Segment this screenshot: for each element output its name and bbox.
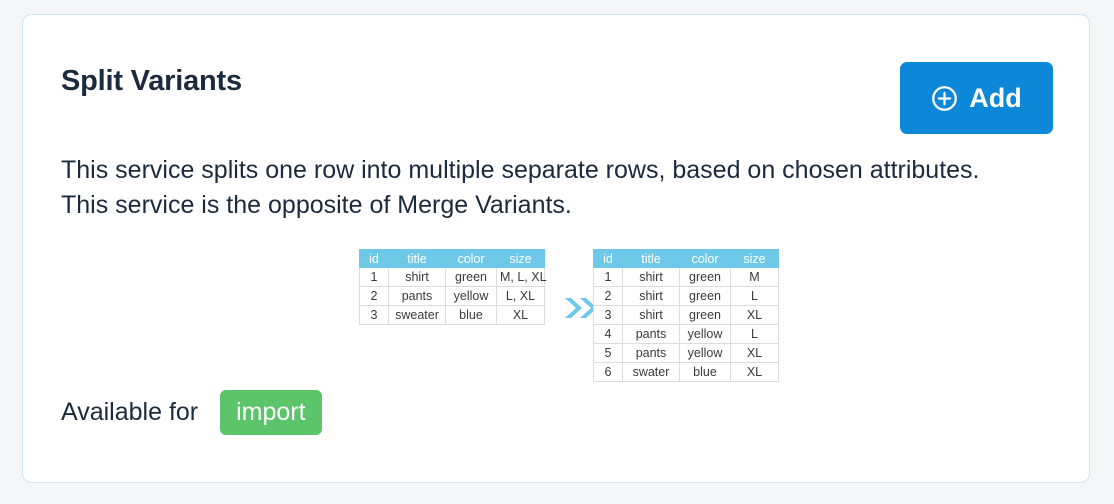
service-card: Split Variants Add This service splits o… [22,14,1090,483]
table-row: 1 shirt green M [593,267,779,287]
table-row: 3 sweater blue XL [359,305,545,325]
cell-id: 3 [359,305,389,325]
table-row: 1 shirt green M, L, XL [359,267,547,287]
cell-size: M, L, XL [496,267,547,287]
split-diagram: id title color size 1 shirt green M, L, … [23,245,1089,390]
cell-title: sweater [388,305,446,325]
cell-id: 2 [593,286,623,306]
availability-row: Available for import [61,387,322,437]
availability-label: Available for [61,397,199,426]
cell-title: pants [622,343,680,363]
cell-color: green [679,305,731,325]
add-button[interactable]: Add [900,62,1053,134]
cell-title: pants [622,324,680,344]
cell-id: 1 [593,267,623,287]
cell-color: green [679,267,731,287]
cell-size: M [730,267,779,287]
cell-color: green [445,267,497,287]
table-row: 2 pants yellow L, XL [359,286,545,306]
table-header-row: id title color size [593,249,779,268]
column-header-title: title [388,249,446,268]
cell-id: 3 [593,305,623,325]
column-header-size: size [496,249,545,268]
column-header-color: color [445,249,497,268]
service-description: This service splits one row into multipl… [61,156,980,219]
cell-size: XL [730,305,779,325]
column-header-id: id [593,249,623,268]
page-title: Split Variants [61,65,242,97]
input-table: id title color size 1 shirt green M, L, … [359,249,547,325]
cell-color: green [679,286,731,306]
cell-size: L, XL [496,286,545,306]
cell-title: shirt [622,267,680,287]
add-button-label: Add [969,82,1022,113]
cell-size: XL [730,343,779,363]
cell-color: yellow [679,324,731,344]
cell-id: 4 [593,324,623,344]
cell-size: XL [496,305,545,325]
cell-size: L [730,286,779,306]
output-table: id title color size 1 shirt green M 2 [593,249,779,382]
cell-id: 6 [593,362,623,382]
cell-title: shirt [388,267,446,287]
cell-title: shirt [622,305,680,325]
cell-title: pants [388,286,446,306]
cell-color: yellow [445,286,497,306]
table-row: 6 swater blue XL [593,362,779,382]
table-row: 3 shirt green XL [593,305,779,325]
card-header: Split Variants Add [23,15,1089,145]
table-header-row: id title color size [359,249,545,268]
table-row: 2 shirt green L [593,286,779,306]
column-header-id: id [359,249,389,268]
column-header-title: title [622,249,680,268]
circle-plus-icon [931,85,958,112]
column-header-size: size [730,249,779,268]
cell-id: 5 [593,343,623,363]
cell-color: blue [445,305,497,325]
cell-color: blue [679,362,731,382]
cell-size: L [730,324,779,344]
column-header-color: color [679,249,731,268]
cell-title: shirt [622,286,680,306]
table-row: 4 pants yellow L [593,324,779,344]
table-row: 5 pants yellow XL [593,343,779,363]
cell-id: 1 [359,267,389,287]
cell-id: 2 [359,286,389,306]
cell-color: yellow [679,343,731,363]
cell-title: swater [622,362,680,382]
cell-size: XL [730,362,779,382]
status-badge-import[interactable]: import [220,389,322,435]
